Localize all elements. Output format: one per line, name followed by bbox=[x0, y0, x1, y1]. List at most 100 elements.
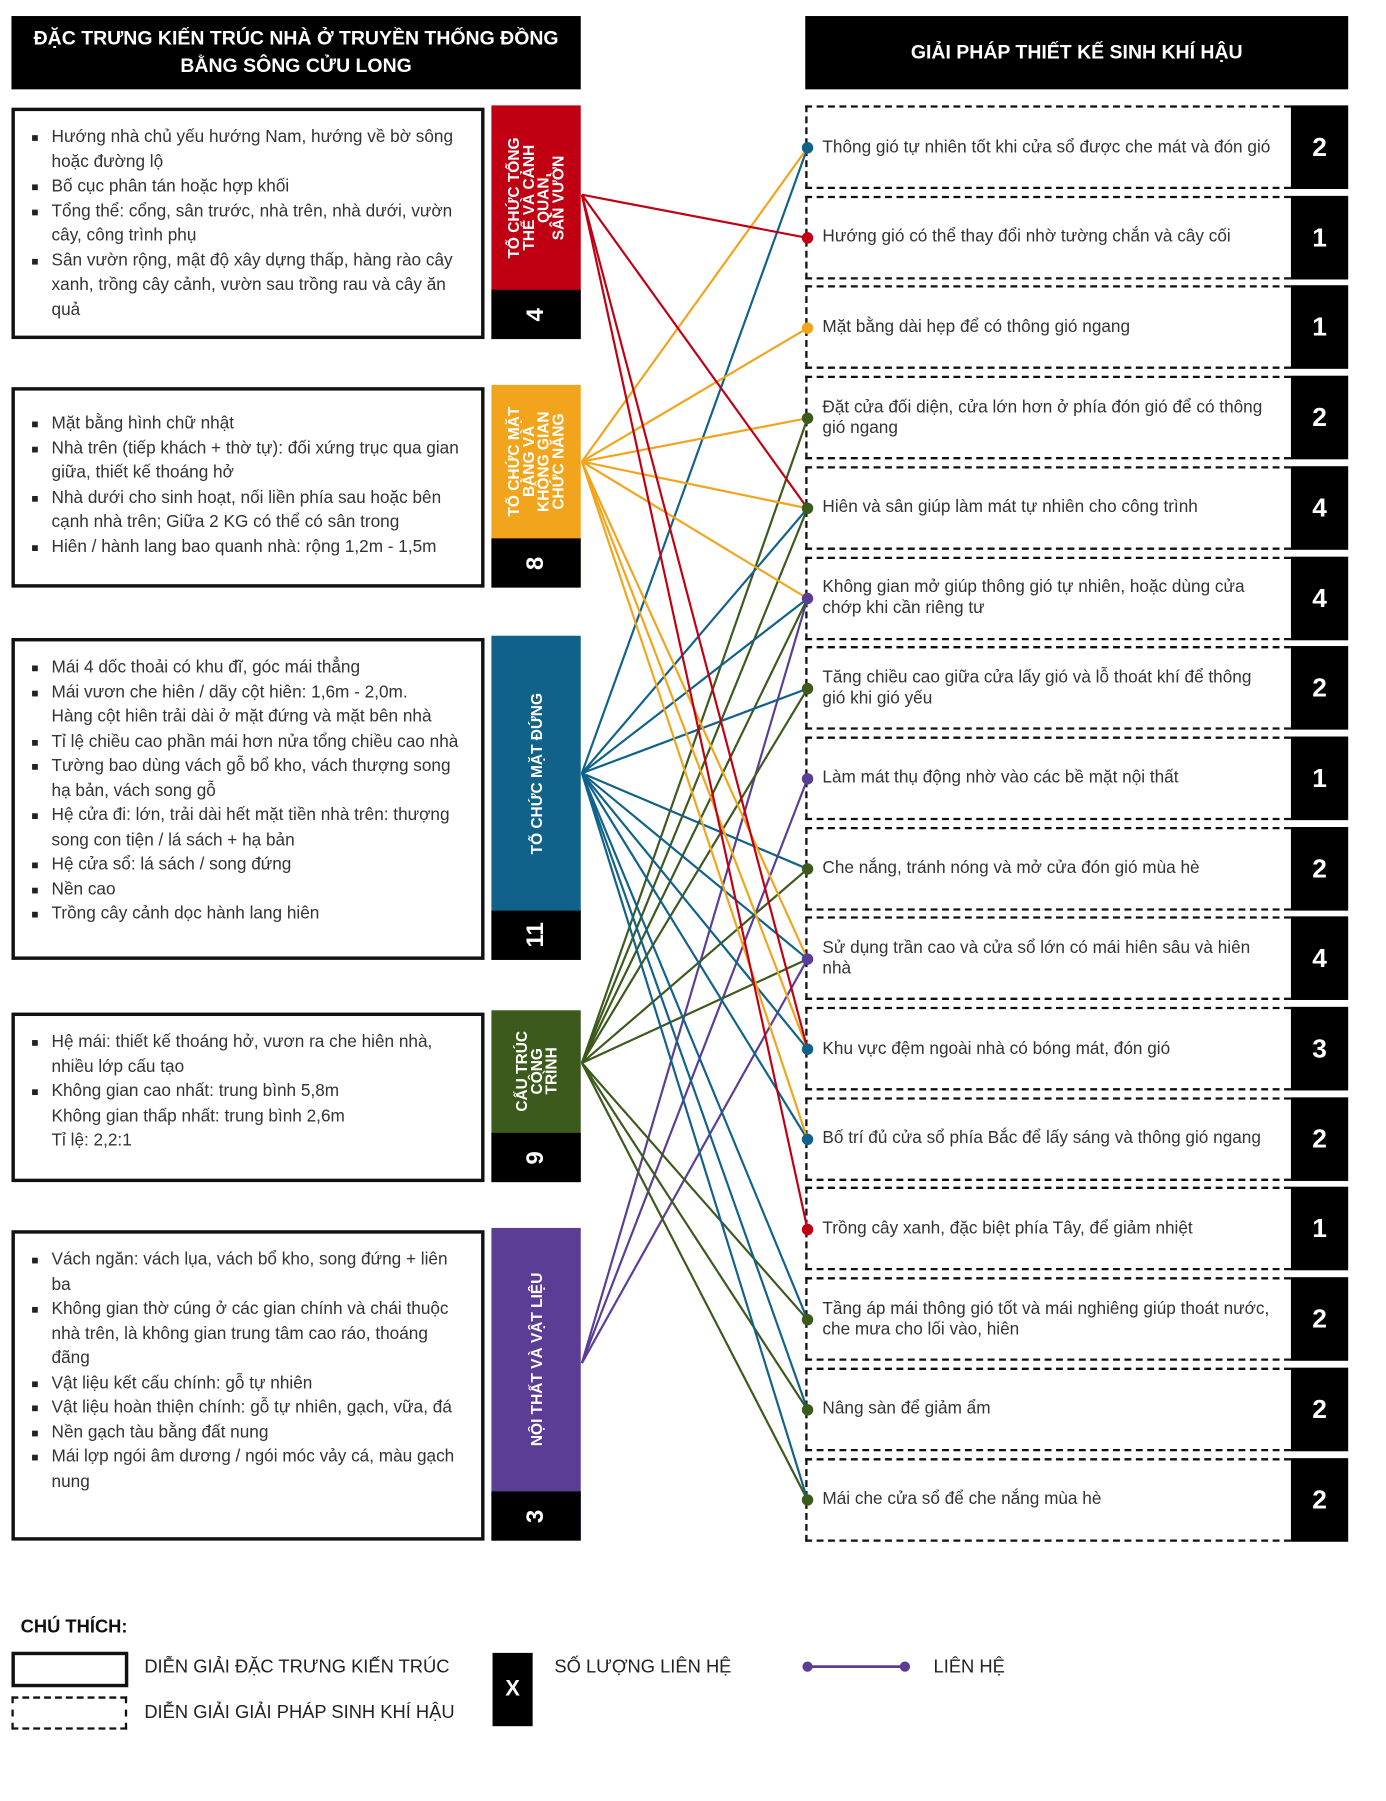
category-tag-orange: TỔ CHỨC MẶT BẰNG VÀ KHÔNG GIAN CHỨC NĂNG… bbox=[491, 384, 581, 588]
link-line-blue bbox=[580, 772, 809, 1140]
feature-list-item: Sân vườn rộng, mật độ xây dựng thấp, hàn… bbox=[32, 248, 470, 322]
solution-count-badge: 4 bbox=[1290, 465, 1349, 550]
feature-text: Vật liệu hoàn thiện chính: gỗ tự nhiên, … bbox=[51, 1397, 452, 1417]
legend-link-label: LIÊN HỆ bbox=[933, 1657, 1005, 1677]
feature-text: Mái vươn che hiên / dãy cột hiên: 1,6m -… bbox=[51, 682, 432, 727]
link-line-orange bbox=[581, 417, 808, 463]
legend-title: CHÚ THÍCH: bbox=[20, 1617, 128, 1637]
right-header: GIẢI PHÁP THIẾT KẾ SINH KHÍ HẬU bbox=[805, 16, 1349, 90]
link-line-blue bbox=[581, 687, 808, 775]
feature-list-item: Hệ cửa sổ: lá sách / song đứng bbox=[32, 852, 470, 877]
feature-list-item: Tỉ lệ chiều cao phần mái hơn nửa tổng ch… bbox=[32, 729, 470, 754]
solution-count-badge: 2 bbox=[1290, 1277, 1349, 1361]
feature-list-item: Nhà dưới cho sinh hoạt, nối liền phía sa… bbox=[32, 485, 470, 534]
solution-text: Bố trí đủ cửa sổ phía Bắc để lấy sáng và… bbox=[822, 1128, 1261, 1148]
link-line-blue bbox=[580, 772, 809, 1411]
feature-text: Vách ngăn: vách lụa, vách bổ kho, song đ… bbox=[51, 1249, 448, 1294]
link-line-blue bbox=[581, 597, 809, 775]
solution-text: Nâng sàn để giảm ẩm bbox=[822, 1398, 991, 1419]
feature-text: Mặt bằng hình chữ nhật bbox=[51, 413, 235, 433]
solution-item: Thông gió tự nhiên tốt khi cửa sổ được c… bbox=[805, 105, 1291, 189]
feature-list: Hệ mái: thiết kế thoáng hở, vươn ra che … bbox=[15, 1016, 481, 1153]
link-line-orange bbox=[581, 147, 809, 463]
feature-box-purple: Vách ngăn: vách lụa, vách bổ kho, song đ… bbox=[11, 1230, 485, 1541]
solution-item: Đặt cửa đối diện, cửa lớn hơn ở phía đón… bbox=[805, 375, 1291, 460]
feature-list-item: Vật liệu hoàn thiện chính: gỗ tự nhiên, … bbox=[32, 1395, 470, 1420]
solution-count-badge: 1 bbox=[1290, 285, 1349, 370]
legend-count-label: SỐ LƯỢNG LIÊN HỆ bbox=[554, 1657, 732, 1677]
solution-text: Tầng áp mái thông gió tốt và mái nghiêng… bbox=[822, 1298, 1270, 1339]
solution-text: Đặt cửa đối diện, cửa lớn hơn ở phía đón… bbox=[822, 397, 1263, 438]
solution-count-badge: 3 bbox=[1290, 1006, 1349, 1091]
link-line-red bbox=[580, 194, 809, 1230]
solution-count-badge: 2 bbox=[1290, 1096, 1349, 1181]
link-line-green bbox=[580, 688, 809, 1064]
feature-list-item: Không gian thờ cúng ở các gian chính và … bbox=[32, 1297, 470, 1371]
solution-count-badge: 4 bbox=[1290, 556, 1349, 640]
link-line-orange bbox=[580, 461, 809, 1050]
solution-text: Mặt bằng dài hẹp để có thông gió ngang bbox=[822, 317, 1131, 337]
feature-text: Không gian cao nhất: trung bình 5,8m Khô… bbox=[51, 1081, 345, 1151]
solution-item: Trồng cây xanh, đặc biệt phía Tây, để gi… bbox=[805, 1187, 1291, 1271]
feature-text: Tỉ lệ chiều cao phần mái hơn nửa tổng ch… bbox=[51, 731, 459, 751]
category-count: 3 bbox=[522, 1509, 549, 1523]
feature-text: Nhà dưới cho sinh hoạt, nối liền phía sa… bbox=[51, 487, 442, 532]
solution-count-badge: 1 bbox=[1290, 195, 1349, 280]
solution-text: Làm mát thụ động nhờ vào các bề mặt nội … bbox=[822, 767, 1179, 788]
solution-count-badge: 2 bbox=[1290, 646, 1349, 730]
link-line-orange bbox=[581, 460, 808, 510]
category-label-text: NỘI THẤT VÀ VẬT LIỆU bbox=[527, 1272, 545, 1447]
solution-count-badge: 2 bbox=[1290, 375, 1349, 460]
solution-text: Hiên và sân giúp làm mát tự nhiên cho cô… bbox=[822, 497, 1198, 517]
legend-dashed-box-label: DIỄN GIẢI GIẢI PHÁP SINH KHÍ HẬU bbox=[144, 1703, 455, 1723]
feature-list-item: Tường bao dùng vách gỗ bổ kho, vách thượ… bbox=[32, 754, 470, 803]
category-count: 8 bbox=[522, 556, 549, 570]
solution-item: Không gian mở giúp thông gió tự nhiên, h… bbox=[805, 556, 1291, 640]
link-line-purple bbox=[580, 778, 809, 1364]
feature-text: Hệ cửa đi: lớn, trải dài hết mặt tiền nh… bbox=[51, 805, 450, 850]
category-label-text: TỔ CHỨC MẶT BẰNG VÀ KHÔNG GIAN CHỨC NĂNG bbox=[505, 406, 567, 517]
solution-item: Làm mát thụ động nhờ vào các bề mặt nội … bbox=[805, 736, 1291, 821]
solution-text: Khu vực đệm ngoài nhà có bóng mát, đón g… bbox=[822, 1038, 1171, 1058]
link-line-orange bbox=[580, 461, 809, 960]
link-line-green bbox=[580, 598, 809, 1064]
feature-text: Tổng thể: cổng, sân trước, nhà trên, nhà… bbox=[51, 201, 453, 246]
solution-count-badge: 2 bbox=[1290, 1457, 1349, 1542]
category-label: TỔ CHỨC MẶT ĐỨNG bbox=[491, 636, 580, 911]
feature-text: Mái lợp ngói âm dương / ngói móc vảy cá,… bbox=[51, 1446, 455, 1491]
feature-box-green: Hệ mái: thiết kế thoáng hở, vươn ra che … bbox=[11, 1012, 485, 1183]
link-line-blue bbox=[580, 772, 809, 1321]
feature-list-item: Trồng cây cảnh dọc hành lang hiên bbox=[32, 901, 470, 926]
solution-item: Mái che cửa sổ để che nắng mùa hè bbox=[805, 1457, 1291, 1542]
category-count-badge: 8 bbox=[491, 538, 581, 588]
category-label: NỘI THẤT VÀ VẬT LIỆU bbox=[491, 1228, 580, 1491]
solution-item: Nâng sàn để giảm ẩm bbox=[805, 1367, 1291, 1452]
category-count-badge: 9 bbox=[491, 1132, 581, 1183]
link-line-red bbox=[581, 193, 808, 239]
feature-text: Bố cục phân tán hoặc hợp khối bbox=[51, 176, 290, 196]
link-line-green bbox=[581, 958, 808, 1064]
solution-text: Sử dụng trần cao và cửa sổ lớn có mái hi… bbox=[822, 937, 1251, 978]
feature-list: Hướng nhà chủ yếu hướng Nam, hướng về bờ… bbox=[15, 111, 481, 322]
feature-text: Sân vườn rộng, mật độ xây dựng thấp, hàn… bbox=[51, 250, 453, 320]
link-line-orange bbox=[581, 327, 809, 463]
feature-text: Không gian thờ cúng ở các gian chính và … bbox=[51, 1298, 449, 1368]
feature-text: Nền gạch tàu bằng đất nung bbox=[51, 1422, 269, 1442]
feature-list-item: Nền gạch tàu bằng đất nung bbox=[32, 1420, 470, 1445]
feature-list-item: Tổng thể: cổng, sân trước, nhà trên, nhà… bbox=[32, 199, 470, 248]
feature-text: Hiên / hành lang bao quanh nhà: rộng 1,2… bbox=[51, 536, 437, 557]
feature-text: Hướng nhà chủ yếu hướng Nam, hướng về bờ… bbox=[51, 127, 454, 172]
link-line-green bbox=[580, 1062, 809, 1411]
legend-solid-box-icon bbox=[11, 1651, 129, 1688]
solution-text: Không gian mở giúp thông gió tự nhiên, h… bbox=[822, 577, 1245, 618]
solution-count-badge: 2 bbox=[1290, 1367, 1349, 1452]
category-count-badge: 4 bbox=[491, 289, 581, 340]
link-line-blue bbox=[581, 772, 808, 870]
category-tag-green: CẤU TRÚC CÔNG TRÌNH 9 bbox=[491, 1010, 581, 1183]
category-label: TỔ CHỨC TỔNG THỂ VÀ CẢNH QUAN, SÂN VƯỜN bbox=[491, 105, 580, 289]
feature-list-item: Mái lợp ngói âm dương / ngói móc vảy cá,… bbox=[32, 1444, 470, 1493]
feature-box-red: Hướng nhà chủ yếu hướng Nam, hướng về bờ… bbox=[11, 107, 485, 340]
category-label-text: CẤU TRÚC CÔNG TRÌNH bbox=[512, 1031, 560, 1112]
